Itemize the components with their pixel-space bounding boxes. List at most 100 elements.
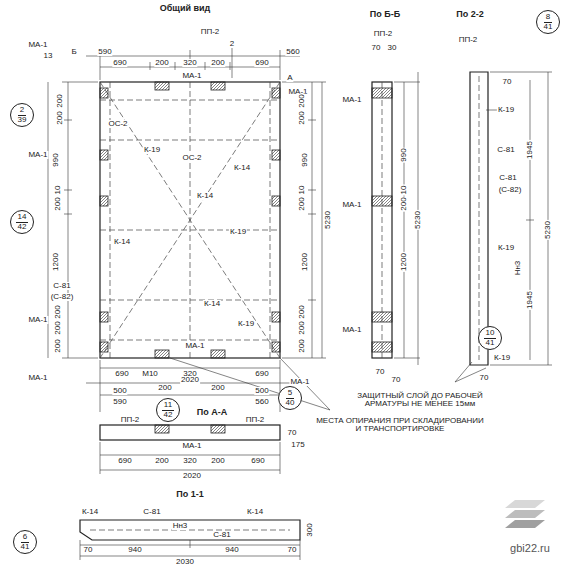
dimension-label: 690 <box>254 370 269 378</box>
dimension-label: 200 <box>298 338 306 353</box>
callout-number: 14 <box>16 213 29 222</box>
callout-number: 10 <box>484 329 497 338</box>
dimension-label: Нн3 <box>172 522 189 530</box>
dimension-label: МА-1 <box>341 326 362 334</box>
dimension-label: М10 <box>141 370 159 378</box>
dimension-label: 560 <box>285 48 300 56</box>
dimension-label: Общий вид <box>159 4 212 13</box>
dimension-label: К-14 <box>203 300 221 308</box>
callout-circle: 1442 <box>10 210 34 234</box>
dimension-label: К-14 <box>246 508 264 516</box>
dimension-label: 70 <box>287 429 298 437</box>
dimension-label: 200 <box>210 384 225 392</box>
dimension-label: 940 <box>224 546 239 554</box>
dimension-label: По А-А <box>196 408 228 417</box>
dimension-label: 70 <box>83 546 94 554</box>
dimension-label: 1200 <box>301 252 309 272</box>
dimension-label: 690 <box>254 59 269 67</box>
dimension-label: 200 <box>210 59 225 67</box>
dimension-label: А <box>286 74 293 82</box>
dimension-label: К-14 <box>113 238 131 246</box>
dimension-label: Б <box>70 48 77 56</box>
dimension-label: 500 <box>254 387 269 395</box>
dimension-label: 500 <box>112 387 127 395</box>
dimension-label: К-19 <box>143 146 161 154</box>
dimension-label: 1200 <box>52 252 60 272</box>
dimension-label: 5230 <box>324 210 332 230</box>
dimension-label: С-81 <box>52 282 71 290</box>
callout-number: 41 <box>544 23 553 31</box>
dimension-label: По 2-2 <box>455 10 484 19</box>
dimension-label: 200 <box>210 457 225 465</box>
dimension-label: 560 <box>254 398 269 406</box>
dimension-label: ПП-2 <box>120 416 141 424</box>
dimension-label: К-14 <box>81 508 99 516</box>
dimension-label: 200 <box>298 196 306 211</box>
dimension-label: gbi22.ru <box>509 543 551 554</box>
dimension-label: К-19 <box>229 228 247 236</box>
dimension-label: 320 <box>182 59 197 67</box>
dimension-label: К-19 <box>493 354 511 362</box>
callout-circle: 540 <box>278 386 302 410</box>
dimension-label: 200 <box>298 304 306 319</box>
dimension-label: 300 <box>306 522 314 537</box>
dimension-label: К-19 <box>497 106 515 114</box>
dimension-label: ПП-2 <box>373 30 394 38</box>
dimension-label: 200 <box>54 304 62 319</box>
dimension-label: 2020 <box>182 472 202 480</box>
callout-number: 42 <box>18 223 27 231</box>
callout-number: 6 <box>21 533 29 542</box>
dimension-label: К-14 <box>196 192 214 200</box>
dimension-label: МА-1 <box>27 151 48 159</box>
dimension-label: 940 <box>127 546 142 554</box>
dimension-label: 2030 <box>175 558 195 566</box>
dimension-label: 200 <box>298 93 306 108</box>
dimension-label: 200 <box>157 384 172 392</box>
dimension-label: 70 <box>287 546 298 554</box>
dimension-label: 1200 <box>400 252 408 272</box>
dimension-label: ПП-2 <box>200 28 221 36</box>
callout-number: 40 <box>286 399 295 407</box>
dimension-label: 1945 <box>526 140 534 160</box>
dimension-label: К-19 <box>497 244 515 252</box>
dimension-label: По Б-Б <box>369 10 401 19</box>
dimension-label: С-81 <box>142 508 161 516</box>
dimension-label: 30 <box>387 44 398 52</box>
dimension-label: МА-1 <box>341 96 362 104</box>
dimension-label: 200 <box>298 110 306 125</box>
dimension-label: 200 <box>154 457 169 465</box>
callout-number: 41 <box>21 543 30 551</box>
dimension-label: 200 <box>56 110 64 125</box>
dimension-label: 200 <box>154 59 169 67</box>
dimension-label: ПП-2 <box>245 416 266 424</box>
dimension-label: К-14 <box>233 164 251 172</box>
dimension-label: 690 <box>250 457 265 465</box>
dimension-label: 2 <box>229 40 235 48</box>
dimension-label: ОС-2 <box>107 120 128 128</box>
callout-number: 42 <box>164 411 173 419</box>
dimension-label: 70 <box>479 374 490 382</box>
dimension-label: С-81 <box>496 146 515 154</box>
callout-number: 2 <box>18 106 26 115</box>
dimension-label: МА-1 <box>184 342 205 350</box>
dimension-label: 990 <box>52 152 60 167</box>
dimension-label: По 1-1 <box>175 490 204 499</box>
dimension-label: (С-82) <box>498 186 523 194</box>
callout-circle: 641 <box>13 530 37 554</box>
dimension-label: 70 <box>375 368 386 376</box>
dimension-label: МЕСТА ОПИРАНИЯ ПРИ СКЛАДИРОВАНИИ И ТРАНС… <box>314 417 486 433</box>
callout-number: 39 <box>18 116 27 124</box>
dimension-label: 13 <box>43 52 54 60</box>
dimension-label: МА-1 <box>181 72 202 80</box>
dimension-label: 590 <box>97 48 112 56</box>
dimension-label: ОС-2 <box>181 154 202 162</box>
dimension-label: ЗАЩИТНЫЙ СЛОЙ ДО РАБОЧЕЙ АРМАТУРЫ НЕ МЕН… <box>349 392 491 408</box>
dimension-label: 690 <box>114 370 129 378</box>
dimension-label: К-19 <box>237 320 255 328</box>
dimension-label: 690 <box>112 59 127 67</box>
callout-circle: 239 <box>10 103 34 127</box>
dimension-label: МА-1 <box>181 442 202 450</box>
callout-number: 8 <box>544 13 552 22</box>
dimension-label: 690 <box>117 457 132 465</box>
